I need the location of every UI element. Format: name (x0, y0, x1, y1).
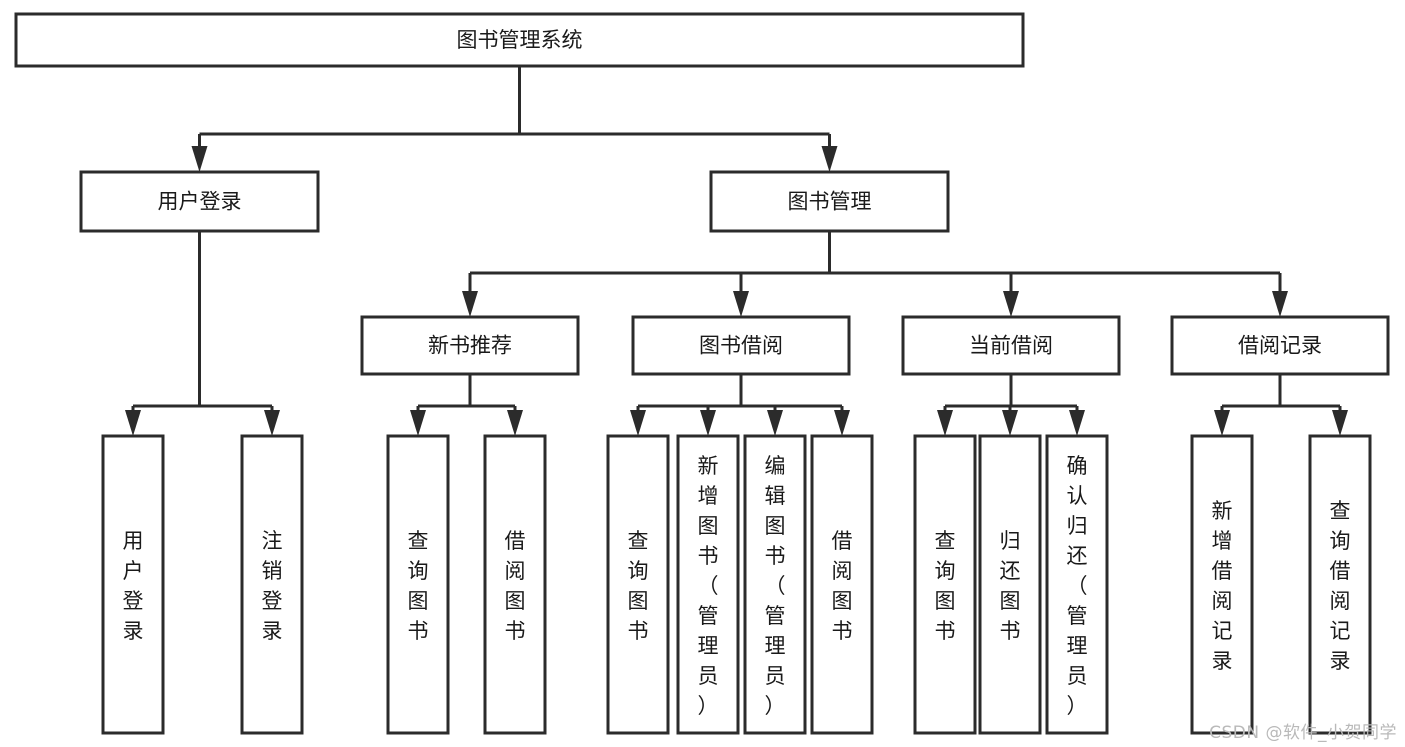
edge-group-l1_book_mgmt (462, 231, 1288, 317)
edge-group-l1_login (125, 231, 280, 436)
node-label-l3_cb_return: 归还图书 (1000, 529, 1021, 643)
edge-group-l2_record (1214, 374, 1348, 436)
arrow-head-l3_cb_confirm (1069, 410, 1085, 436)
node-label-l2_record: 借阅记录 (1238, 334, 1322, 358)
node-label-l3_bl_edit: 编辑图书（管理员） (765, 454, 786, 718)
edge-group-root (191, 66, 838, 172)
arrow-head-l2_new_book (462, 291, 478, 317)
node-label-l1_book_mgmt: 图书管理 (788, 190, 872, 214)
node-box-l2_record[interactable] (1170, 315, 1390, 376)
edge-group-l2_current (937, 374, 1085, 436)
node-l3_bl_borrow[interactable]: 借阅图书 (810, 434, 874, 735)
node-l3_bl_edit[interactable]: 编辑图书（管理员） (743, 434, 807, 735)
node-label-l3_rc_query: 查询借阅记录 (1330, 499, 1351, 673)
node-label-l2_borrow: 图书借阅 (699, 334, 783, 358)
node-box-l3_cb_return[interactable] (978, 434, 1042, 735)
edge-group-l2_new_book (410, 374, 523, 436)
node-l3_user_login[interactable]: 用户登录 (101, 434, 165, 735)
nodes-layer: 图书管理系统用户登录图书管理新书推荐图书借阅当前借阅借阅记录用户登录注销登录查询… (14, 12, 1390, 735)
node-box-l2_current[interactable] (901, 315, 1121, 376)
arrow-head-l3_cb_return (1002, 410, 1018, 436)
node-l3_nb_borrow[interactable]: 借阅图书 (483, 434, 547, 735)
arrow-head-l3_bl_add (700, 410, 716, 436)
node-box-l3_user_logout[interactable] (240, 434, 304, 735)
edge-group-l2_borrow (630, 374, 850, 436)
node-l3_nb_query[interactable]: 查询图书 (386, 434, 450, 735)
watermark-label: CSDN @软件_小贺同学 (1209, 723, 1397, 743)
node-box-l1_login[interactable] (79, 170, 320, 233)
node-box-l3_bl_edit[interactable] (743, 434, 807, 735)
arrow-head-l3_rc_query (1332, 410, 1348, 436)
node-root[interactable]: 图书管理系统 (14, 12, 1025, 68)
arrow-head-l3_nb_query (410, 410, 426, 436)
node-label-l3_rc_add: 新增借阅记录 (1212, 499, 1233, 673)
node-label-l2_new_book: 新书推荐 (428, 334, 512, 358)
node-label-l3_user_login: 用户登录 (123, 529, 144, 643)
node-l3_bl_query[interactable]: 查询图书 (606, 434, 670, 735)
node-l2_record[interactable]: 借阅记录 (1170, 315, 1390, 376)
node-label-l3_cb_query: 查询图书 (935, 529, 956, 643)
node-box-l3_user_login[interactable] (101, 434, 165, 735)
node-l3_bl_add[interactable]: 新增图书（管理员） (676, 434, 740, 735)
arrow-head-l2_borrow (733, 291, 749, 317)
node-box-l3_bl_add[interactable] (676, 434, 740, 735)
node-l2_new_book[interactable]: 新书推荐 (360, 315, 580, 376)
node-label-l3_bl_borrow: 借阅图书 (832, 529, 853, 643)
arrow-head-l3_user_logout (264, 410, 280, 436)
node-box-root[interactable] (14, 12, 1025, 68)
arrow-head-l1_login (191, 146, 208, 172)
node-box-l1_book_mgmt[interactable] (709, 170, 950, 233)
arrow-head-l3_bl_borrow (834, 410, 850, 436)
node-box-l2_new_book[interactable] (360, 315, 580, 376)
node-l2_current[interactable]: 当前借阅 (901, 315, 1121, 376)
node-box-l3_bl_query[interactable] (606, 434, 670, 735)
node-label-l3_nb_borrow: 借阅图书 (505, 529, 526, 643)
edges-layer (125, 66, 1348, 436)
arrow-head-l3_rc_add (1214, 410, 1230, 436)
node-label-l3_nb_query: 查询图书 (408, 529, 429, 643)
node-label-root: 图书管理系统 (457, 28, 583, 52)
arrow-head-l1_book_mgmt (821, 146, 838, 172)
node-l3_rc_add[interactable]: 新增借阅记录 (1190, 434, 1254, 735)
node-l3_user_logout[interactable]: 注销登录 (240, 434, 304, 735)
arrow-head-l3_bl_edit (767, 410, 783, 436)
node-box-l3_nb_query[interactable] (386, 434, 450, 735)
node-l3_cb_return[interactable]: 归还图书 (978, 434, 1042, 735)
arrow-head-l3_cb_query (937, 410, 953, 436)
node-label-l3_bl_add: 新增图书（管理员） (698, 454, 719, 718)
node-label-l3_user_logout: 注销登录 (262, 529, 283, 643)
node-l1_login[interactable]: 用户登录 (79, 170, 320, 233)
node-label-l1_login: 用户登录 (158, 190, 242, 214)
arrow-head-l3_nb_borrow (507, 410, 523, 436)
node-box-l3_nb_borrow[interactable] (483, 434, 547, 735)
arrow-head-l3_user_login (125, 410, 141, 436)
node-box-l3_bl_borrow[interactable] (810, 434, 874, 735)
arrow-head-l2_current (1003, 291, 1019, 317)
node-box-l2_borrow[interactable] (631, 315, 851, 376)
node-box-l3_cb_confirm[interactable] (1045, 434, 1109, 735)
node-label-l2_current: 当前借阅 (969, 334, 1053, 358)
node-l3_rc_query[interactable]: 查询借阅记录 (1308, 434, 1372, 735)
node-box-l3_cb_query[interactable] (913, 434, 977, 735)
arrow-head-l3_bl_query (630, 410, 646, 436)
node-box-l3_rc_add[interactable] (1190, 434, 1254, 735)
node-l2_borrow[interactable]: 图书借阅 (631, 315, 851, 376)
node-l3_cb_confirm[interactable]: 确认归还（管理员） (1045, 434, 1109, 735)
node-l3_cb_query[interactable]: 查询图书 (913, 434, 977, 735)
node-label-l3_bl_query: 查询图书 (628, 529, 649, 643)
arrow-head-l2_record (1272, 291, 1288, 317)
node-l1_book_mgmt[interactable]: 图书管理 (709, 170, 950, 233)
node-label-l3_cb_confirm: 确认归还（管理员） (1067, 454, 1088, 718)
node-box-l3_rc_query[interactable] (1308, 434, 1372, 735)
